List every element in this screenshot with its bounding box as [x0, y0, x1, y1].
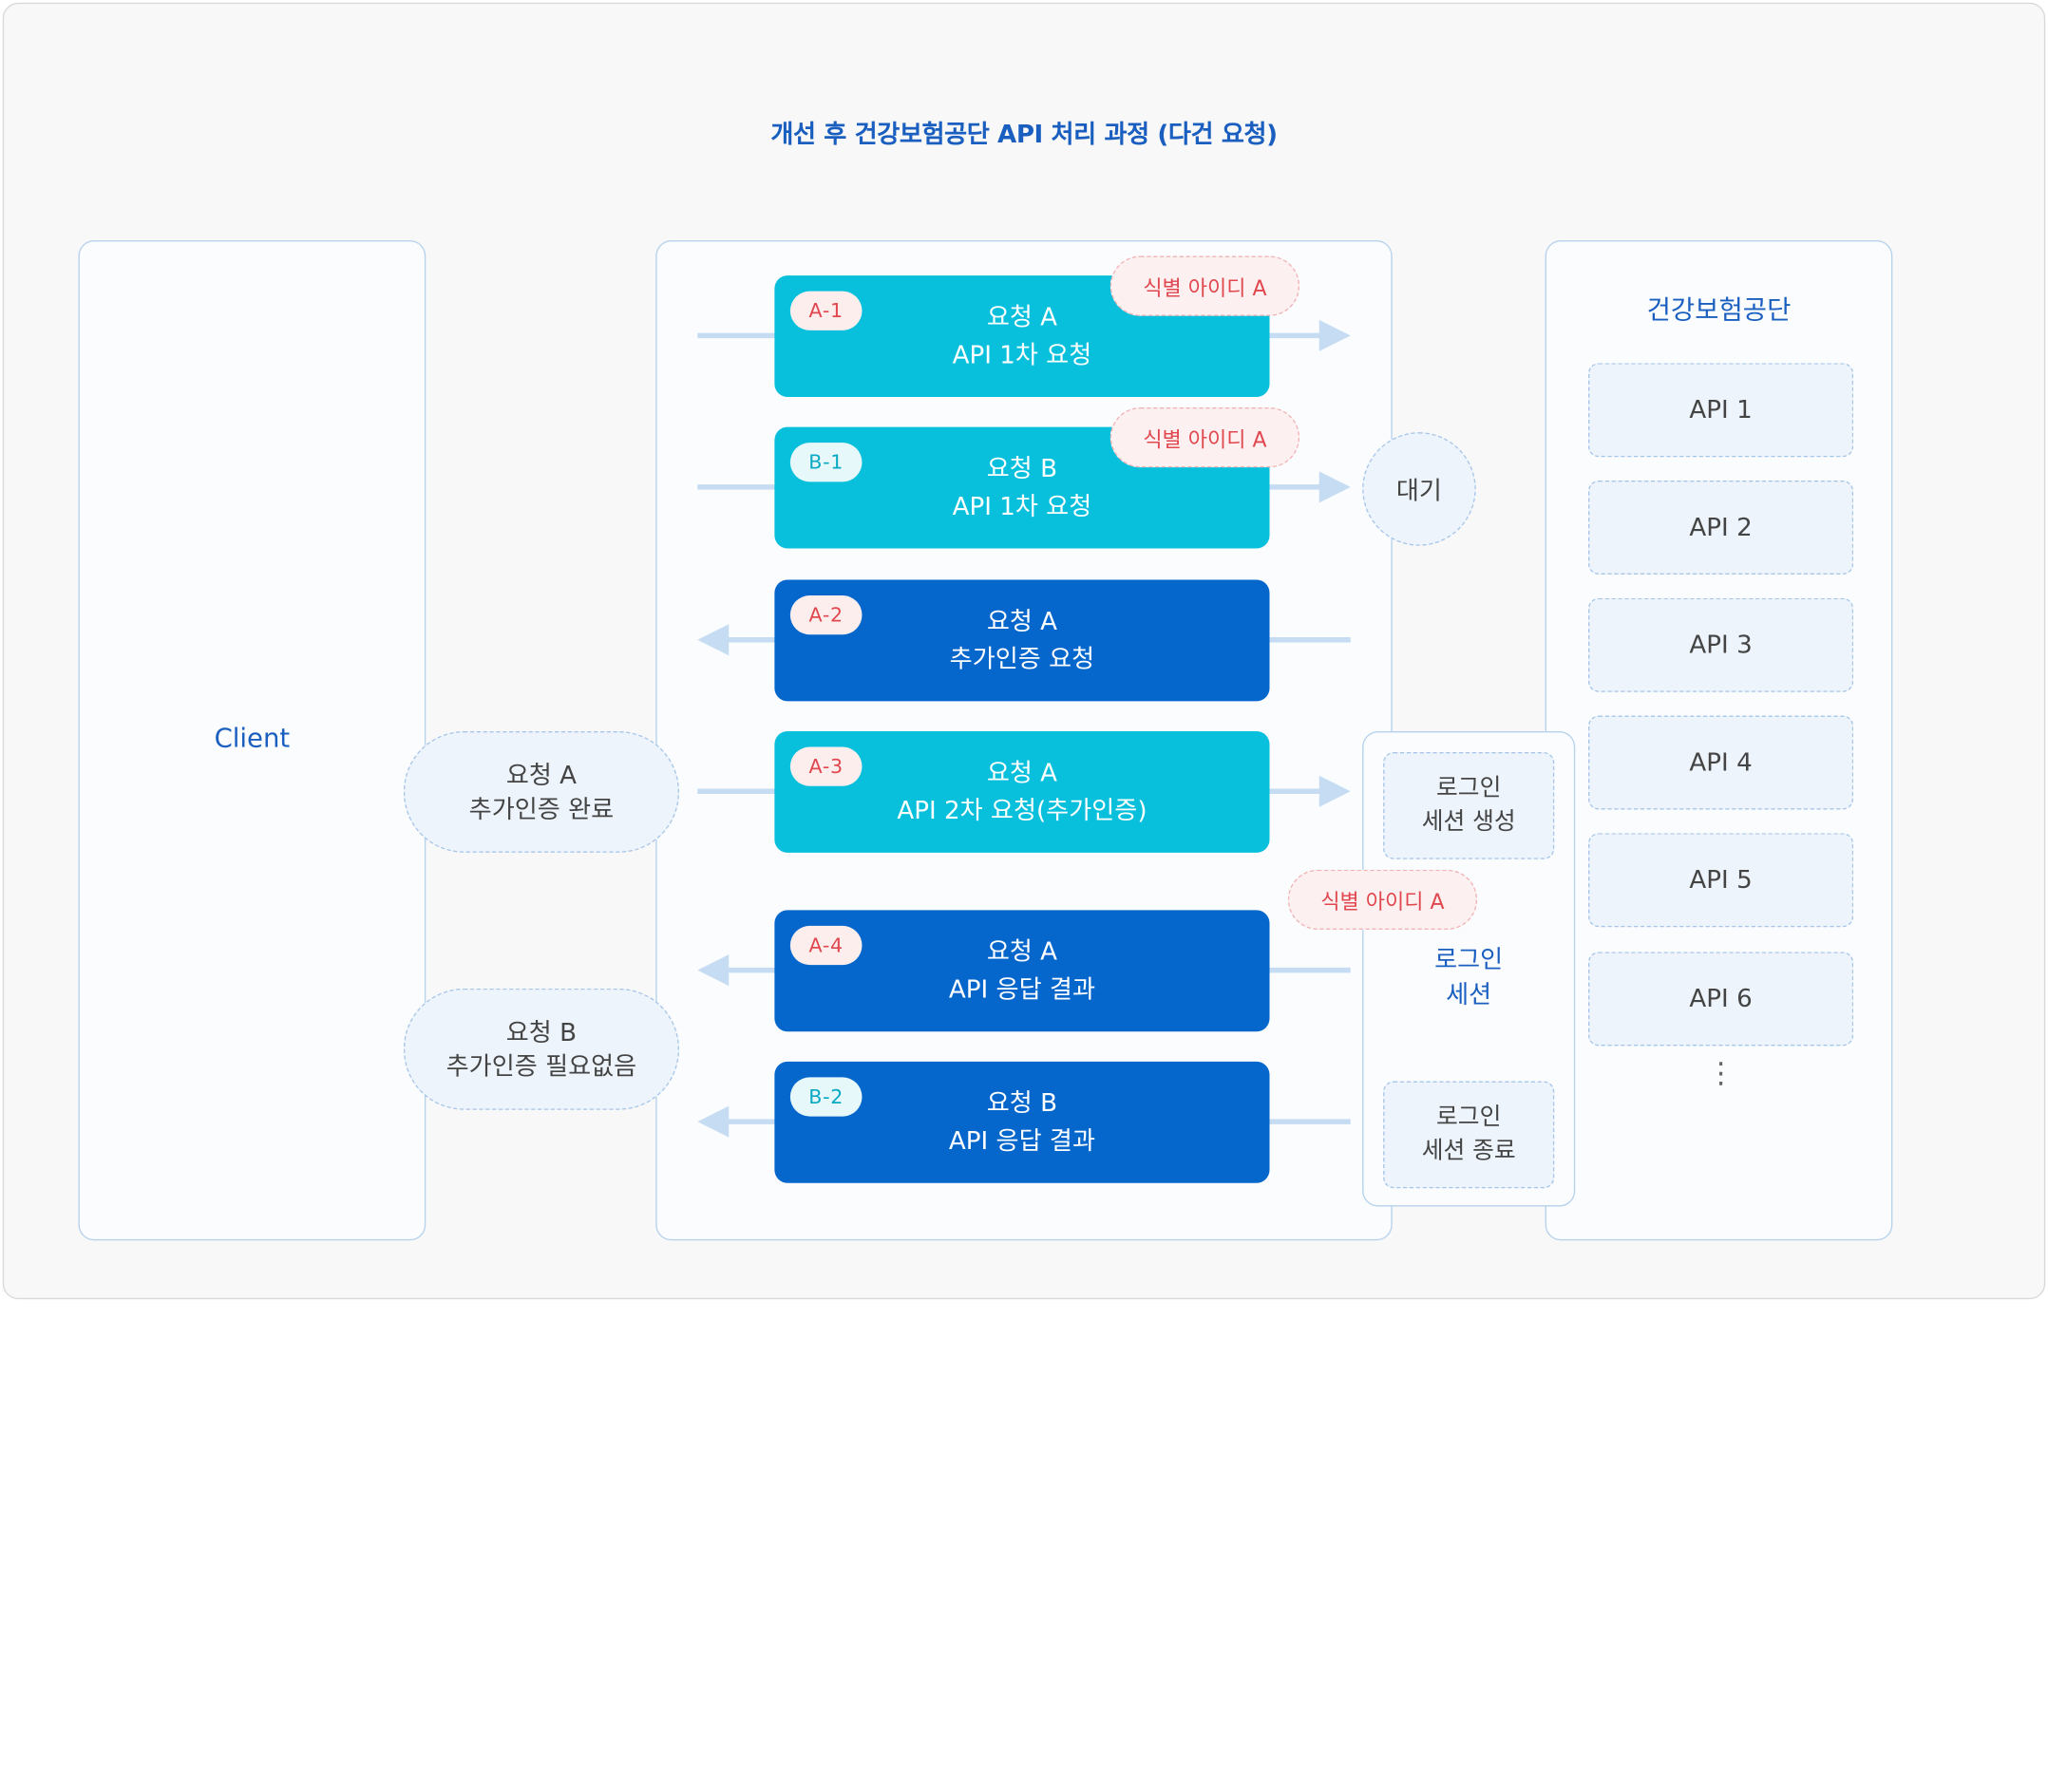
session-end-line2: 세션 종료 [1421, 1137, 1516, 1165]
arrow-line-out [1268, 332, 1323, 339]
request-badge: B-1 [789, 443, 863, 482]
api-box: API 3 [1588, 597, 1854, 692]
client-note-b-line1: 요청 B [505, 1017, 578, 1047]
arrow-head-right [1318, 775, 1351, 807]
arrow-head-left [697, 1105, 730, 1138]
api-box: API 2 [1588, 481, 1854, 575]
request-badge: B-2 [789, 1077, 863, 1117]
arrow-line-from-right [1268, 967, 1351, 973]
arrow-line-out [1268, 788, 1323, 794]
request-badge: A-3 [789, 746, 863, 786]
request-line1: 요청 A [986, 606, 1058, 635]
session-end-box: 로그인 세션 종료 [1383, 1081, 1555, 1189]
request-line1: 요청 B [986, 453, 1058, 483]
arrow-line-from-right [1268, 1119, 1351, 1124]
request-line1: 요청 A [986, 302, 1058, 331]
api-box: API 5 [1588, 833, 1854, 928]
arrow-head-left [697, 624, 730, 656]
arrow-head-right [1318, 471, 1351, 503]
request-line2: API 1차 요청 [952, 340, 1092, 369]
request-badge: A-2 [789, 595, 863, 635]
wait-circle: 대기 [1362, 432, 1476, 546]
arrow-head-right [1318, 319, 1351, 351]
request-box-a1: A-1 요청 A API 1차 요청 [774, 275, 1270, 397]
session-label: 로그인 세션 [1362, 943, 1575, 1013]
request-box-a3: A-3 요청 A API 2차 요청(추가인증) [774, 731, 1270, 853]
arrow-line-in [697, 788, 776, 794]
request-line1: 요청 B [986, 1088, 1058, 1118]
identifier-tag: 식별 아이디 A [1287, 869, 1478, 930]
client-panel [78, 240, 427, 1241]
flow-arrows [697, 319, 1351, 1138]
arrow-line-out [1268, 484, 1323, 490]
arrow-line-in [697, 484, 776, 490]
request-badge: A-1 [789, 291, 863, 330]
identifier-tag: 식별 아이디 A [1109, 407, 1300, 468]
client-note-b: 요청 B 추가인증 필요없음 [403, 988, 679, 1110]
client-note-a-line1: 요청 A [505, 760, 578, 790]
session-label-line1: 로그인 [1434, 945, 1504, 974]
api-box: API 1 [1588, 363, 1854, 458]
request-line2: API 1차 요청 [952, 491, 1092, 520]
request-line2: API 응답 결과 [948, 1125, 1095, 1156]
arrow-line-in [697, 332, 776, 339]
arrow-head-left [697, 954, 730, 987]
arrow-line-back [725, 637, 776, 643]
identifier-tag: 식별 아이디 A [1109, 255, 1300, 316]
request-line2: 추가인증 요청 [949, 644, 1095, 673]
session-create-line1: 로그인 [1436, 774, 1502, 802]
request-line2: API 2차 요청(추가인증) [897, 796, 1147, 825]
request-line1: 요청 A [986, 758, 1058, 787]
request-box-a4: A-4 요청 A API 응답 결과 [774, 910, 1270, 1032]
client-note-a: 요청 A 추가인증 완료 [403, 731, 679, 853]
session-label-line2: 세션 [1446, 980, 1492, 1009]
request-box-a2: A-2 요청 A 추가인증 요청 [774, 579, 1270, 702]
request-box-b2: B-2 요청 B API 응답 결과 [774, 1061, 1270, 1183]
session-create-box: 로그인 세션 생성 [1383, 752, 1555, 859]
arrow-line-back [725, 967, 776, 973]
diagram-title: 개선 후 건강보험공단 API 처리 과정 (다건 요청) [770, 120, 1278, 149]
api-box: API 4 [1588, 715, 1854, 810]
nhis-title: 건강보험공단 [1646, 293, 1792, 326]
client-note-b-line2: 추가인증 필요없음 [446, 1051, 637, 1081]
api-box: API 6 [1588, 952, 1854, 1047]
session-end-line1: 로그인 [1436, 1103, 1502, 1131]
client-label: Client [214, 722, 291, 754]
session-create-line2: 세션 생성 [1421, 808, 1516, 836]
client-note-a-line2: 추가인증 완료 [468, 794, 615, 823]
request-line2: API 응답 결과 [948, 974, 1095, 1004]
request-badge: A-4 [789, 925, 863, 966]
more-apis-ellipsis: ⋮ [1706, 1057, 1735, 1091]
arrow-line-from-right [1268, 637, 1351, 643]
arrow-line-back [725, 1119, 776, 1124]
request-line1: 요청 A [986, 936, 1058, 966]
